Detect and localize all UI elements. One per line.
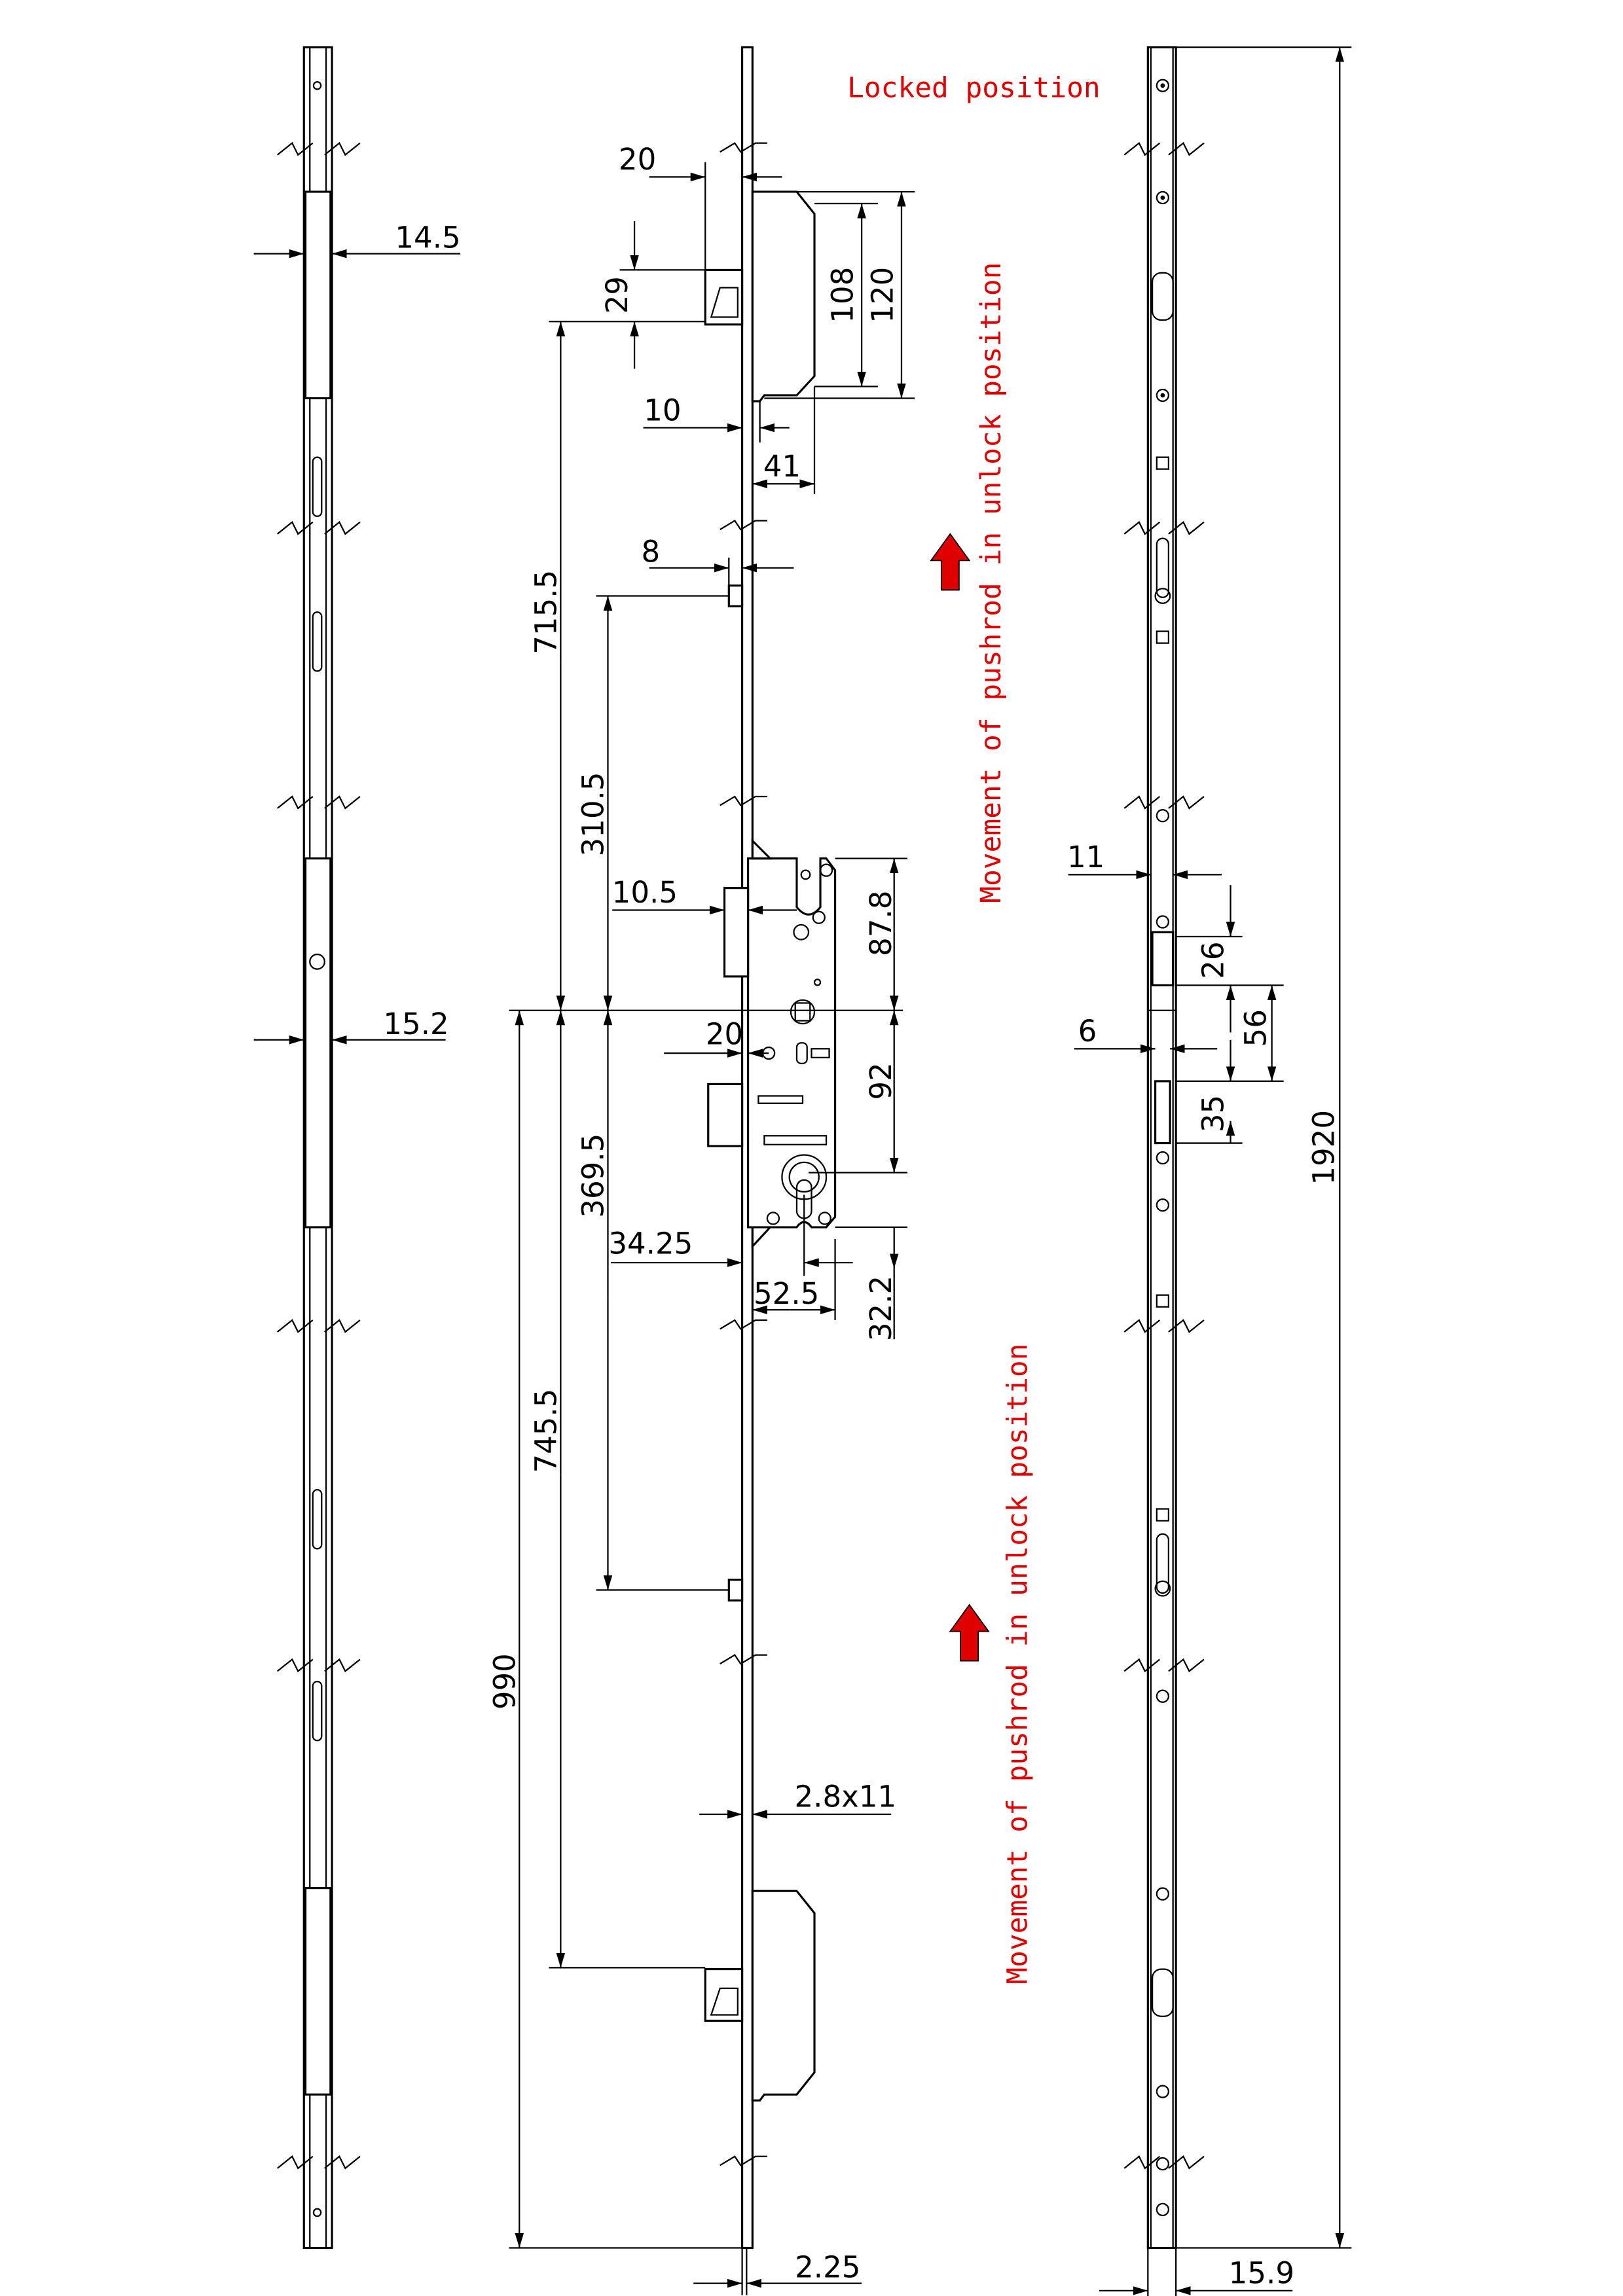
dim-right-35: 35 — [1195, 1095, 1230, 1132]
dim-hook-10: 10 — [644, 393, 681, 427]
dim-2-8x11: 2.8x11 — [794, 1780, 896, 1814]
movement-label-top: Movement of pushrod in unlock position — [975, 262, 1008, 903]
dim-310-5: 310.5 — [576, 772, 611, 856]
dim-hook-41: 41 — [763, 449, 801, 484]
right-rail-view: 11 26 56 35 6 1920 15.9 — [1067, 46, 1352, 2296]
dim-hook-120: 120 — [865, 267, 900, 323]
dim-32-2: 32.2 — [864, 1276, 898, 1341]
arrow-up-icon — [949, 1604, 990, 1662]
annotations: Locked position Movement of pushrod in u… — [847, 72, 1101, 1984]
dim-92: 92 — [864, 1062, 898, 1100]
dim-right-11: 11 — [1067, 840, 1104, 874]
dim-990: 990 — [488, 1653, 522, 1710]
dim-34-25: 34.25 — [608, 1227, 693, 1261]
dim-369-5: 369.5 — [576, 1134, 611, 1218]
dim-745-5: 745.5 — [529, 1389, 564, 1473]
movement-label-bottom: Movement of pushrod in unlock position — [1002, 1344, 1034, 1984]
dim-715-5: 715.5 — [529, 570, 564, 655]
front-faceplate-view: 20 29 108 120 10 41 8 715.5 — [488, 46, 915, 2295]
dim-right-15-9: 15.9 — [1229, 2256, 1294, 2291]
dim-right-6: 6 — [1078, 1014, 1097, 1049]
dim-14-5: 14.5 — [395, 221, 460, 255]
dim-87-8: 87.8 — [864, 891, 898, 956]
arrow-up-icon — [930, 533, 971, 591]
dim-hook-20: 20 — [619, 142, 656, 177]
dim-2-25: 2.25 — [795, 2250, 860, 2285]
dim-right-56: 56 — [1239, 1009, 1273, 1047]
left-side-rail-view: 14.5 15.2 — [253, 46, 461, 2250]
dim-hook-29: 29 — [600, 276, 634, 314]
dim-10-5: 10.5 — [612, 875, 678, 910]
dim-1920: 1920 — [1306, 1110, 1341, 1185]
dim-52-5: 52.5 — [754, 1276, 819, 1311]
dim-pin-8: 8 — [642, 535, 661, 569]
locked-position-label: Locked position — [847, 72, 1101, 105]
dim-15-2: 15.2 — [383, 1007, 448, 1041]
dim-case-20: 20 — [706, 1017, 743, 1052]
dim-hook-108: 108 — [826, 267, 860, 323]
dim-right-26: 26 — [1195, 941, 1230, 978]
